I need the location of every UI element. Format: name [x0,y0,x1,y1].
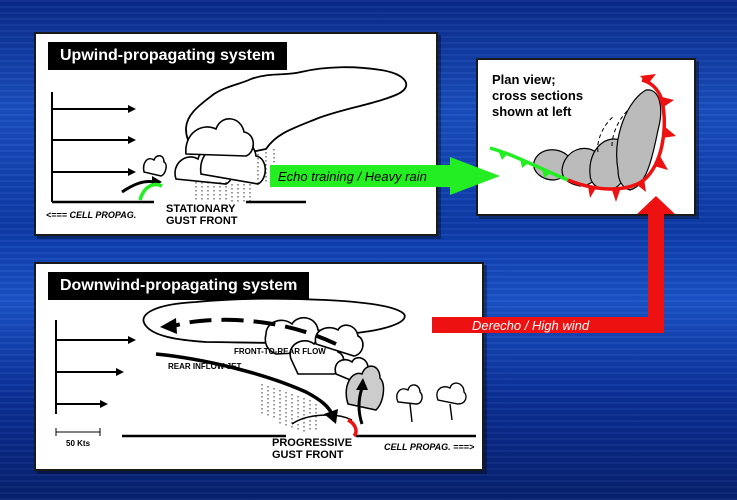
downwind-gust-front-red [347,418,358,438]
downwind-gust-label-1: PROGRESSIVE [272,437,352,449]
downwind-title: Downwind-propagating system [48,272,310,300]
downwind-scale-label: 50 Kts [66,439,91,448]
plan-green-barbs [498,150,552,178]
front-to-rear-arrow [173,317,337,346]
upwind-cloud-towers [174,118,267,185]
red-arrow-label: Derecho / High wind [472,318,590,333]
downwind-scale-bar [55,428,101,436]
plan-view-caption: Plan view; cross sections shown at left [492,72,602,120]
plan-view-panel: Plan view; cross sections shown at left [476,58,696,216]
downwind-diagram: 50 Kts [55,297,476,461]
rear-inflow-label: REAR INFLOW JET [168,362,241,371]
upwind-gust-label-1: STATIONARY [166,203,236,215]
plan-caption-line-1: Plan view; [492,72,556,87]
downwind-gust-label-2: GUST FRONT [272,449,344,461]
downwind-panel: Downwind-propagating system 50 Kts [34,262,484,471]
upwind-gust-label-2: GUST FRONT [166,215,238,227]
downwind-cell-propag: CELL PROPAG. ===> [384,442,475,452]
plan-caption-line-2: cross sections [492,88,584,103]
rear-inflow-arrow [155,352,334,415]
upwind-wind-profile [51,92,136,202]
plan-cross-section-lines [597,109,629,153]
plan-red-front [567,78,666,191]
upwind-diagram: <=== CELL PROPAG. STATIONARY GUST FRONT [46,66,408,227]
plan-view-diagram [489,74,676,202]
upwind-panel: Upwind-propagating system [34,32,438,236]
front-to-rear-label: FRONT-TO-REAR FLOW [234,347,326,356]
upwind-title: Upwind-propagating system [48,42,288,70]
green-arrow-label: Echo training / Heavy rain [278,169,427,184]
downwind-wind-profile [55,320,136,414]
upwind-rain [195,149,275,202]
upwind-cell-propag: <=== CELL PROPAG. [46,210,136,220]
upwind-new-cell [142,155,167,177]
plan-echo-cells [533,89,662,191]
downwind-new-cells [396,382,467,423]
upwind-gust-front-green [138,182,163,201]
plan-caption-line-3: shown at left [492,104,572,119]
